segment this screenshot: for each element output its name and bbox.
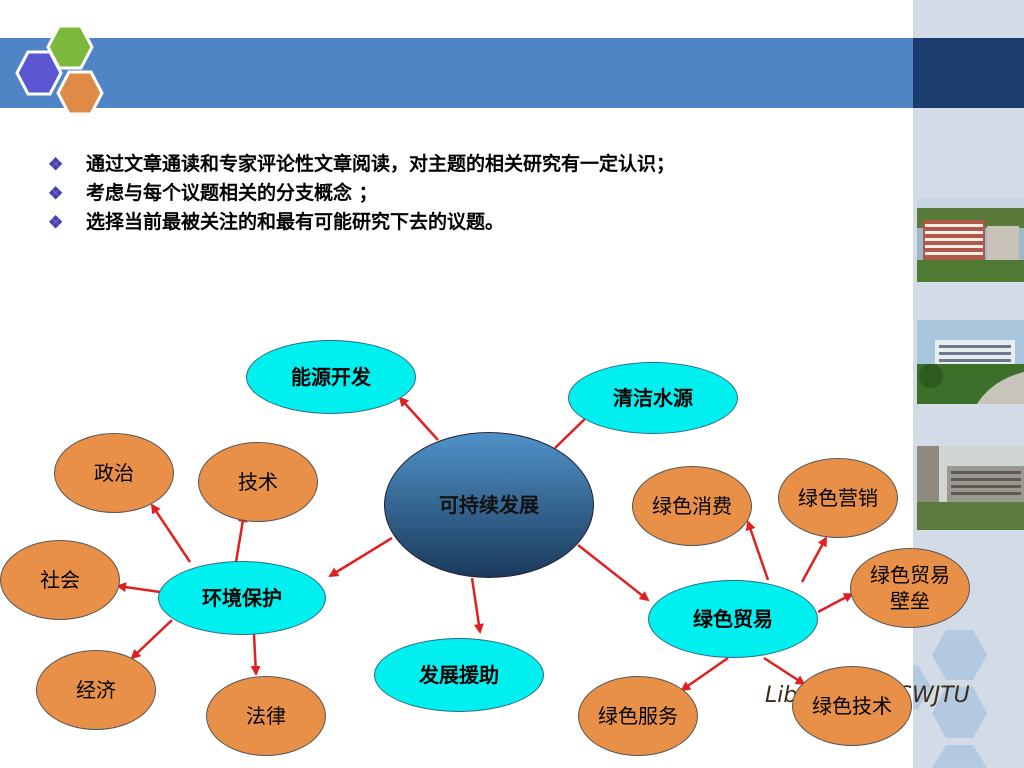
node-politics: 政治 bbox=[54, 433, 174, 513]
diamond-bullet-icon: ❖ bbox=[48, 213, 64, 233]
node-green-consumption: 绿色消费 bbox=[632, 466, 752, 546]
bullet-item: ❖考虑与每个议题相关的分支概念 ； bbox=[48, 179, 675, 208]
node-sustainable-development: 可持续发展 bbox=[384, 432, 594, 578]
arrow-env-economy bbox=[130, 619, 173, 660]
arrow-trade-greentech bbox=[763, 656, 806, 686]
campus-photo-1 bbox=[917, 198, 1024, 282]
node-green-marketing: 绿色营销 bbox=[778, 458, 898, 538]
arrow-center-env bbox=[328, 536, 393, 578]
arrow-center-energy bbox=[398, 396, 439, 441]
arrow-env-tech bbox=[234, 512, 248, 563]
arrow-trade-barrier bbox=[817, 592, 854, 614]
header-bar bbox=[0, 38, 913, 108]
node-green-service: 绿色服务 bbox=[578, 676, 698, 756]
node-economy: 经济 bbox=[36, 650, 156, 730]
node-green-trade: 绿色贸易 bbox=[648, 580, 818, 658]
arrow-env-society bbox=[116, 582, 161, 594]
arrow-trade-consume bbox=[745, 520, 770, 581]
arrow-center-trade bbox=[577, 544, 650, 602]
sidebar-band bbox=[913, 38, 1024, 108]
node-environmental-protection: 环境保护 bbox=[158, 561, 326, 635]
node-technology: 技术 bbox=[198, 442, 318, 522]
arrow-trade-service bbox=[680, 656, 729, 692]
bullet-item: ❖通过文章通读和专家评论性文章阅读，对主题的相关研究有一定认识； bbox=[48, 150, 675, 179]
node-energy-development: 能源开发 bbox=[246, 340, 416, 414]
node-law: 法律 bbox=[206, 676, 326, 756]
connector-arrows bbox=[116, 396, 854, 692]
node-green-technology: 绿色技术 bbox=[792, 666, 912, 746]
arrow-center-aid bbox=[470, 577, 484, 634]
bullet-item: ❖选择当前最被关注的和最有可能研究下去的议题。 bbox=[48, 208, 675, 237]
arrow-trade-marketing bbox=[800, 536, 828, 583]
hexagon-decoration bbox=[913, 630, 987, 768]
arrow-env-law bbox=[250, 633, 261, 676]
hexagon-logo-icon bbox=[15, 24, 104, 116]
node-clean-water: 清洁水源 bbox=[568, 362, 738, 434]
node-development-aid: 发展援助 bbox=[374, 638, 544, 712]
campus-photo-3 bbox=[917, 446, 1024, 530]
arrow-env-politics bbox=[150, 503, 192, 563]
diamond-bullet-icon: ❖ bbox=[48, 155, 64, 175]
node-society: 社会 bbox=[0, 540, 120, 620]
bullet-list: ❖通过文章通读和专家评论性文章阅读，对主题的相关研究有一定认识； ❖考虑与每个议… bbox=[48, 150, 675, 237]
campus-photo-2 bbox=[917, 320, 1024, 404]
watermark-left: Lib bbox=[765, 683, 798, 708]
diamond-bullet-icon: ❖ bbox=[48, 184, 64, 204]
node-green-trade-barrier: 绿色贸易 壁垒 bbox=[850, 548, 970, 628]
right-sidebar bbox=[913, 0, 1024, 768]
